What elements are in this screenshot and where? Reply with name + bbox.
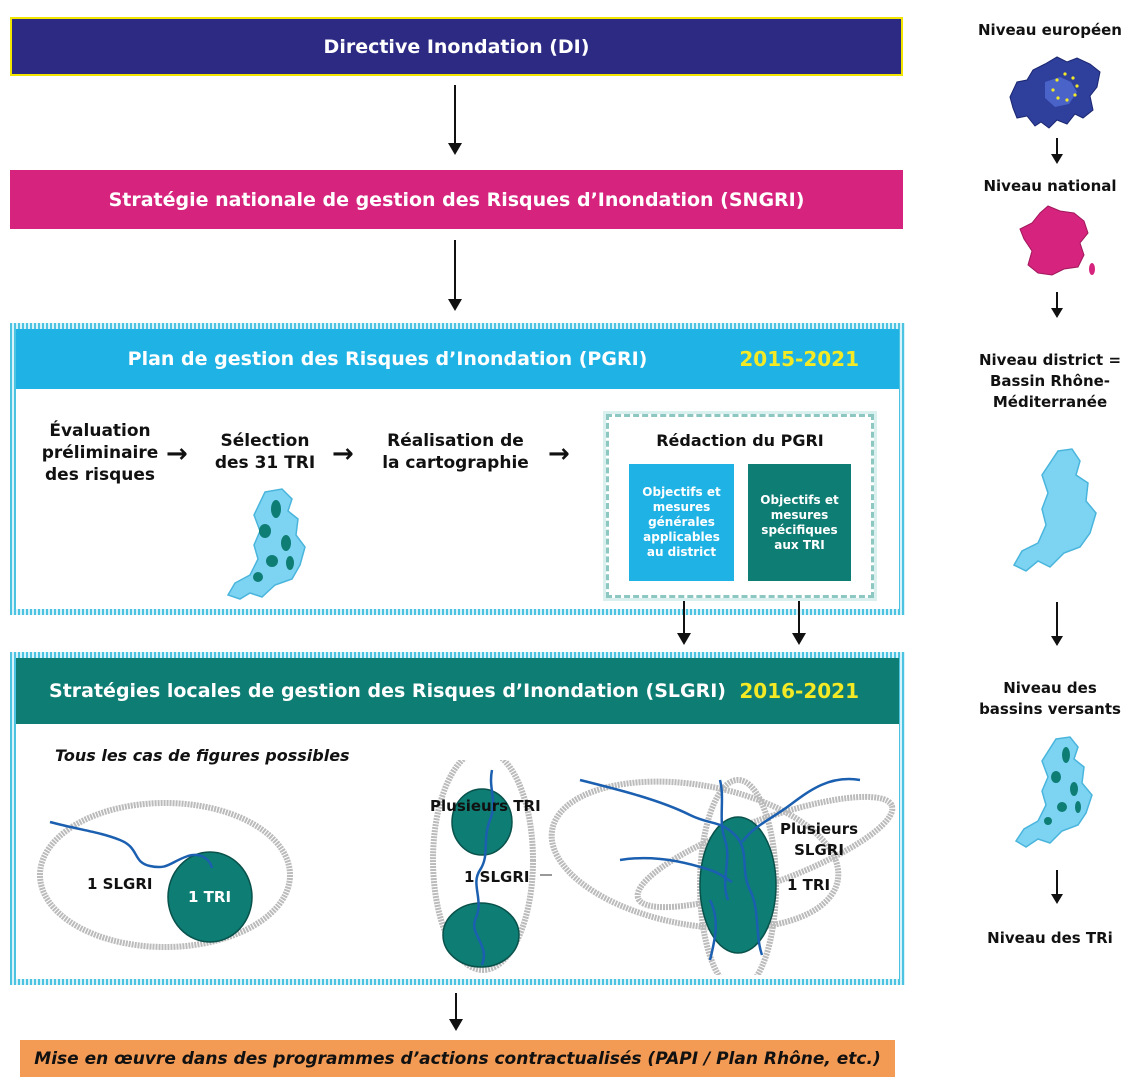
pgri-years: 2015-2021 [739, 347, 859, 371]
step-selection: Sélection des 31 TRI [214, 431, 316, 473]
slgri-years: 2016-2021 [739, 679, 859, 703]
arrow-down [1056, 138, 1058, 156]
slgri-title: Stratégies locales de gestion des Risque… [49, 680, 726, 702]
case1-tri-label: 1 TRI [188, 888, 232, 906]
pgri-title: Plan de gestion des Risques d’Inondation… [127, 348, 648, 370]
arrow-down-head [1051, 894, 1063, 904]
arrow-down [454, 240, 456, 302]
case2-tri-label: Plusieurs TRI [430, 797, 541, 815]
pgri-header: Plan de gestion des Risques d’Inondation… [16, 329, 899, 389]
arrow-down-head [792, 633, 806, 645]
district-map-icon [1012, 448, 1097, 572]
arrow-right: → [332, 439, 354, 469]
redaction-pgri-title: Rédaction du PGRI [656, 431, 824, 450]
slgri-header: Stratégies locales de gestion des Risque… [16, 658, 899, 724]
sngri-banner: Stratégie nationale de gestion des Risqu… [10, 170, 903, 229]
mise-en-oeuvre-label: Mise en œuvre dans des programmes d’acti… [34, 1048, 881, 1069]
arrow-down [683, 601, 685, 635]
slgri-subtitle: Tous les cas de figures possibles [55, 746, 350, 765]
mise-en-oeuvre-banner: Mise en œuvre dans des programmes d’acti… [20, 1040, 895, 1077]
case3-tri-label: 1 TRI [787, 876, 831, 894]
case3-slgri-label: Plusieurs SLGRI [780, 820, 859, 859]
step-cartographie: Réalisation de la cartographie [382, 431, 529, 473]
step-evaluation: Évaluation préliminaire des risques [41, 421, 159, 485]
arrow-down-head [1051, 636, 1063, 646]
arrow-down [454, 85, 456, 147]
arrow-down [455, 993, 457, 1021]
slgri-cases-illustration [37, 760, 896, 975]
basin-map-icon [1014, 736, 1093, 848]
arrow-down [1056, 292, 1058, 310]
arrow-down [1056, 870, 1058, 896]
arrow-down-head [1051, 154, 1063, 164]
directive-inondation-banner: Directive Inondation (DI) [10, 17, 903, 76]
arrow-down-head [448, 299, 462, 311]
level-european: Niveau européen [978, 21, 1122, 39]
arrow-down-head [449, 1019, 463, 1031]
arrow-down-head [448, 143, 462, 155]
arrow-right: → [548, 439, 570, 469]
directive-inondation-label: Directive Inondation (DI) [323, 35, 590, 58]
france-map-icon [1019, 205, 1095, 276]
specific-measures-box: Objectifs et mesures spécifiques aux TRI [748, 464, 851, 581]
sngri-label: Stratégie nationale de gestion des Risqu… [108, 188, 805, 211]
level-national: Niveau national [983, 177, 1117, 195]
level-watersheds: Niveau des bassins versants [979, 679, 1121, 718]
general-measures-box: Objectifs et mesures générales applicabl… [629, 464, 734, 581]
arrow-down-head [1051, 308, 1063, 318]
case1-slgri-label: 1 SLGRI [87, 875, 153, 893]
arrow-down [798, 601, 800, 635]
arrow-right: → [166, 439, 188, 469]
district-tri-map-icon [226, 488, 306, 600]
level-district: Niveau district = Bassin Rhône- Méditerr… [978, 351, 1122, 411]
arrow-down-head [677, 633, 691, 645]
case2-slgri-label: 1 SLGRI [464, 868, 530, 886]
europe-map-icon [1009, 56, 1101, 129]
arrow-down [1056, 602, 1058, 638]
level-tri: Niveau des TRi [987, 929, 1113, 947]
